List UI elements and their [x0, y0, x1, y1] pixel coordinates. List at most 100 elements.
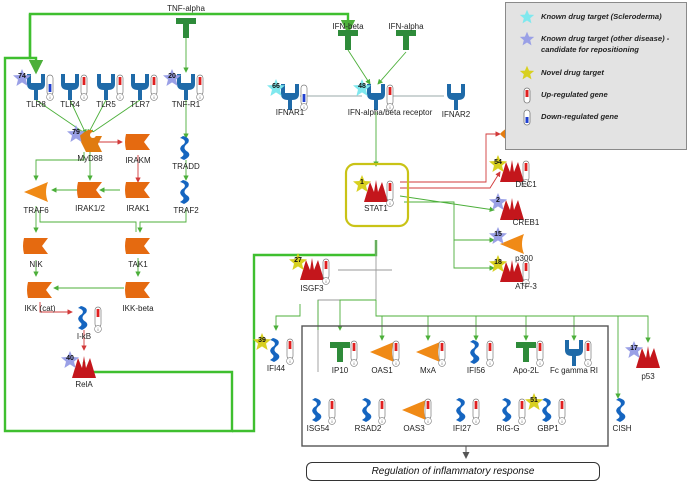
drug-target-rank: 39 [258, 337, 266, 344]
ikk-cat-glyph-icon [27, 282, 52, 298]
ifn-receptor-glyph-icon: i [367, 84, 394, 111]
svg-text:i: i [390, 201, 391, 206]
ifi44-glyph-icon: i [270, 338, 294, 365]
apo2l-glyph-icon: i [516, 340, 544, 367]
node-label-tlr4: TLR4 [60, 100, 80, 109]
node-label-ifi44: IFI44 [266, 364, 286, 373]
node-tlr5: i [90, 72, 134, 102]
drug-target-rank: 40 [66, 355, 74, 362]
node-tnf-alpha [170, 14, 214, 44]
tradd-glyph-icon [180, 136, 190, 160]
node-label-p300: p300 [515, 254, 533, 263]
gbp1-glyph-icon: i [542, 398, 566, 425]
node-ifnar2 [440, 82, 484, 112]
svg-text:i: i [396, 361, 397, 366]
svg-text:i: i [50, 95, 51, 100]
outcome-label: Regulation of inflammatory response [371, 466, 535, 477]
legend-row-up: Up-regulated gene [506, 87, 686, 104]
drug-target-star-creb1: 2 [488, 192, 508, 212]
legend-label-novel: Novel drug target [541, 68, 604, 77]
traf2-glyph-icon [180, 180, 190, 204]
cyan-star-icon [518, 9, 536, 27]
ifi27-glyph-icon: i [456, 398, 480, 425]
node-irak1 [122, 176, 166, 206]
drug-target-rank: 2 [496, 197, 500, 204]
node-label-apo2l: Apo-2L [513, 366, 539, 375]
node-label-gbp1: GBP1 [537, 424, 559, 433]
drug-target-star-atf3: 18 [488, 254, 508, 274]
node-label-tlr5: TLR5 [96, 100, 116, 109]
node-label-rig-g: RIG-G [496, 424, 520, 433]
legend-label-down: Down-regulated gene [541, 112, 619, 121]
node-traf6 [20, 178, 64, 208]
irak1-2-glyph-icon [77, 182, 102, 198]
irakm-glyph-icon [125, 134, 150, 150]
isg54-glyph-icon: i [312, 398, 336, 425]
outcome-box: Regulation of inflammatory response [306, 462, 600, 481]
node-cish [606, 396, 650, 426]
creb1-glyph-icon [500, 198, 524, 220]
legend-label-other-disease: Known drug target (other disease) - [541, 34, 670, 43]
node-irakm [122, 128, 166, 158]
node-label-rela: RelA [75, 380, 93, 389]
node-atf3: i [496, 258, 540, 288]
drug-target-rank: 79 [72, 129, 80, 136]
isgf3-glyph-icon: i [300, 258, 330, 285]
tak1-glyph-icon [125, 238, 150, 254]
node-label-ikk-beta: IKK-beta [122, 304, 154, 313]
node-label-ifn-alpha: IFN-alpha [388, 22, 424, 31]
tnf-alpha-glyph-icon [176, 18, 196, 38]
node-label-irakm: IRAKM [125, 156, 151, 165]
node-fcgri: i [558, 338, 602, 368]
node-label-ifi56: IFI56 [466, 366, 486, 375]
node-apo2l: i [510, 338, 554, 368]
node-p53 [632, 344, 676, 374]
svg-text:i: i [382, 419, 383, 424]
drug-target-rank: 48 [358, 83, 366, 90]
svg-text:i: i [490, 361, 491, 366]
lavender-star-icon [518, 31, 536, 49]
rsad2-glyph-icon: i [362, 398, 386, 425]
svg-text:i: i [84, 95, 85, 100]
svg-text:i: i [200, 95, 201, 100]
svg-text:i: i [442, 361, 443, 366]
node-label-nik: NIK [29, 260, 43, 269]
drug-target-star-gbp1: 51 [524, 392, 544, 412]
node-traf2 [170, 178, 214, 208]
drug-target-rank: 15 [494, 231, 502, 238]
drug-target-star-p300: 15 [488, 226, 508, 246]
svg-text:i: i [290, 359, 291, 364]
ikb-glyph-icon: i [78, 306, 102, 333]
node-tnf-r1: i [170, 72, 214, 102]
svg-text:i: i [526, 281, 527, 286]
node-label-tlr7: TLR7 [130, 100, 150, 109]
svg-text:i: i [526, 181, 527, 186]
legend-row-repositioning: candidate for repositioning [506, 42, 686, 56]
node-p300 [496, 230, 540, 260]
drug-target-star-ifn-receptor: 48 [352, 78, 372, 98]
drug-target-rank: 17 [630, 345, 638, 352]
node-ifn-receptor: i [360, 82, 404, 112]
drug-target-rank: 1 [360, 179, 364, 186]
node-label-tnf-alpha: TNF-alpha [167, 4, 205, 13]
ikk-beta-glyph-icon [125, 282, 150, 298]
node-ikb: i [68, 304, 112, 334]
p300-glyph-icon [500, 234, 524, 254]
svg-text:i: i [154, 95, 155, 100]
legend-label-repositioning: candidate for repositioning [541, 45, 639, 54]
node-label-creb1: CREB1 [512, 218, 540, 227]
drug-target-rank: 66 [272, 83, 280, 90]
legend-row-scleroderma: Known drug target (Scleroderma) [506, 9, 686, 24]
node-tlr8: i [20, 72, 64, 102]
cish-glyph-icon [616, 398, 626, 422]
node-dec1: i [496, 158, 540, 188]
svg-text:i: i [390, 105, 391, 110]
traf6-glyph-icon [24, 182, 48, 202]
rig-g-glyph-icon: i [502, 398, 526, 425]
node-tak1 [122, 232, 166, 262]
myd88-glyph-icon [78, 130, 102, 152]
node-mxa: i [412, 338, 456, 368]
svg-text:i: i [522, 419, 523, 424]
node-tlr4: i [54, 72, 98, 102]
oas3-glyph-icon: i [402, 398, 432, 425]
